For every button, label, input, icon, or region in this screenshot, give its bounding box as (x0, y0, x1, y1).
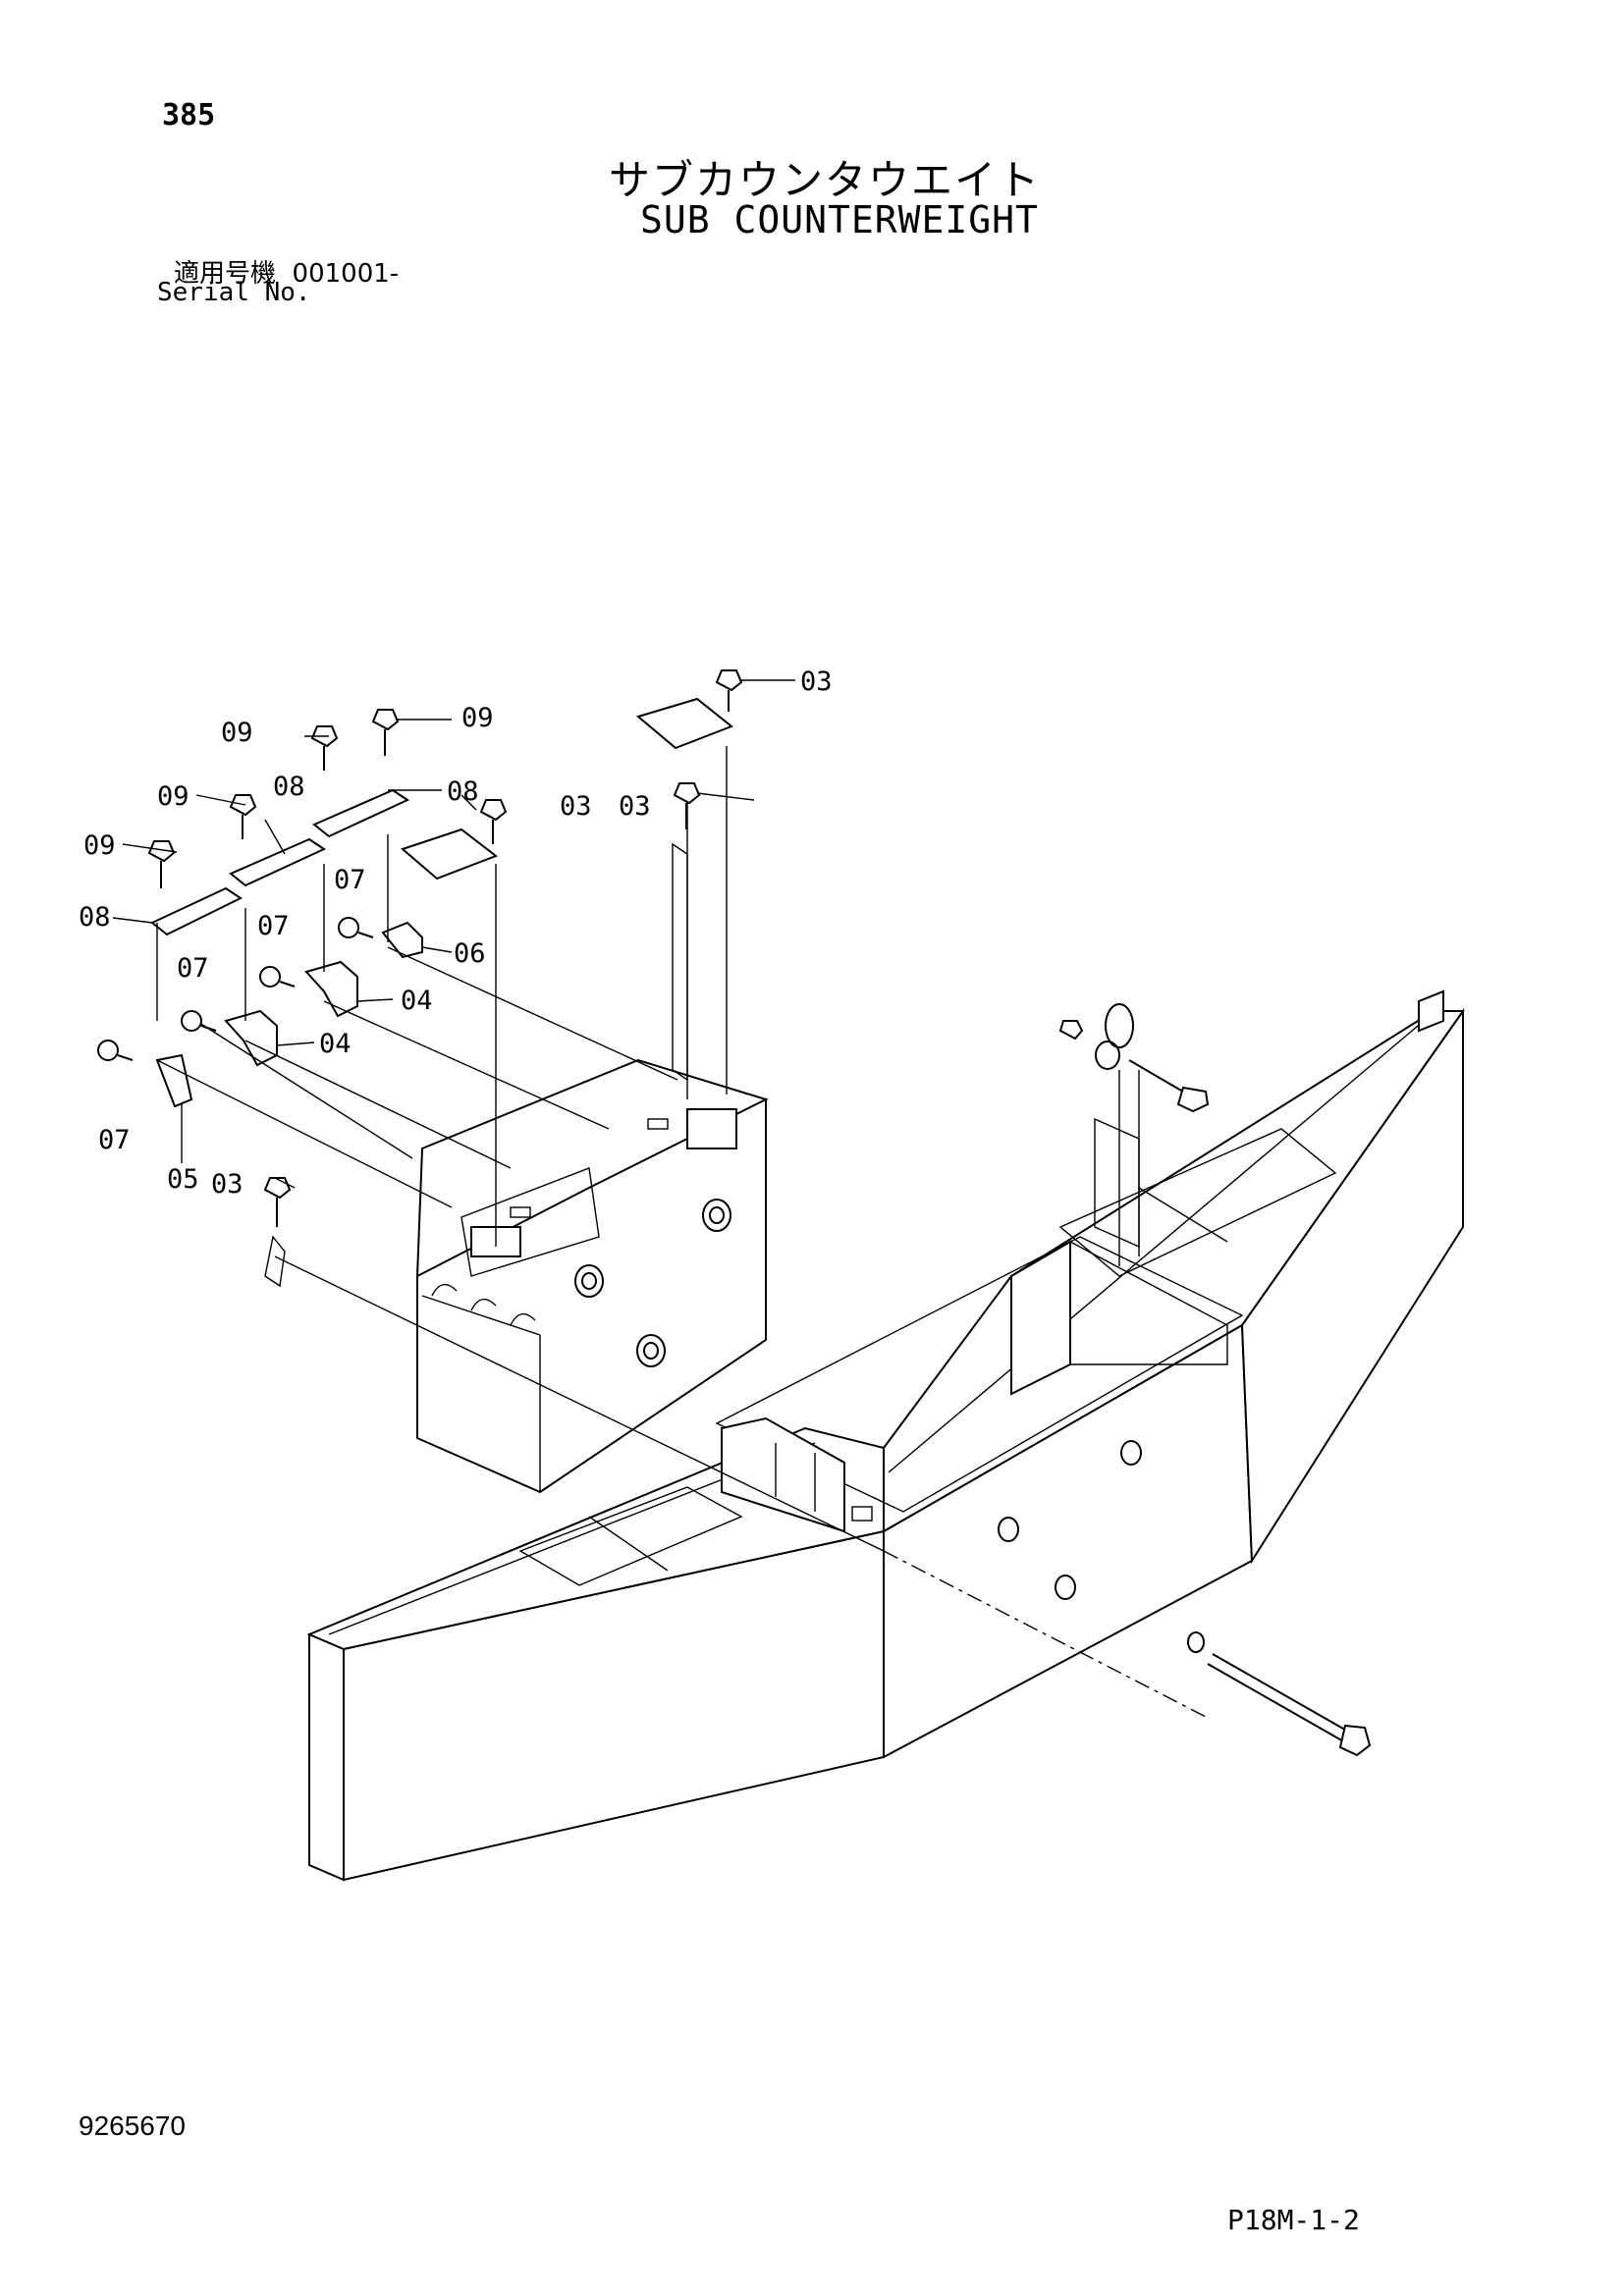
callout-08-right: 08 (447, 776, 479, 807)
cover-plates (150, 697, 733, 936)
callout-03-block: 03 (619, 791, 651, 822)
bolt-03-top (715, 669, 743, 712)
counterweight-body (306, 989, 1465, 1882)
bolt-07-b (181, 1010, 217, 1032)
callout-07-d: 07 (98, 1125, 131, 1155)
callout-06: 06 (454, 938, 486, 969)
page-code: P18M-1-2 (1227, 2204, 1360, 2236)
callout-03-lower: 03 (211, 1169, 244, 1200)
callout-09-upper-right: 09 (461, 703, 494, 733)
bolt-07-d (338, 917, 374, 938)
callout-09-left: 09 (83, 830, 116, 861)
serial-label: 適用号機 001001- (174, 253, 399, 290)
callout-labels: 03 03 03 03 09 09 09 09 08 08 08 07 07 0… (79, 667, 833, 1200)
callout-08-left: 08 (79, 902, 111, 933)
callout-07-b: 07 (257, 911, 290, 941)
serial-label-english: Serial No. (157, 278, 311, 307)
callout-04-upper: 04 (401, 986, 433, 1016)
bolt-09-b (229, 794, 257, 839)
bolt-03-a (479, 799, 508, 844)
bolt-09-d (371, 709, 400, 756)
serial-label-jp: 適用号機 (174, 259, 277, 289)
serial-value: 001001- (292, 259, 400, 289)
bolts (97, 669, 1372, 1757)
long-bolt (1187, 1631, 1372, 1757)
document-number: 9265670 (79, 2110, 187, 2141)
callout-09-middle: 09 (157, 781, 189, 812)
bolt-03-b (673, 782, 701, 829)
callout-03-center: 03 (560, 791, 592, 822)
page-number: 385 (162, 98, 216, 133)
callout-08-center: 08 (273, 772, 305, 802)
callout-07-c: 07 (177, 953, 209, 984)
callout-04-lower: 04 (319, 1029, 352, 1059)
callout-05: 05 (167, 1164, 199, 1195)
page-title-english: SUB COUNTERWEIGHT (640, 198, 1039, 241)
shackle (1058, 1003, 1210, 1113)
page-title-japanese: サブカウンタウエイト (609, 156, 1042, 204)
bolt-09-a (147, 840, 176, 888)
bolt-03-c (263, 1177, 292, 1227)
callout-07-a: 07 (334, 865, 366, 895)
callout-03-top: 03 (800, 667, 833, 697)
callout-leaders (112, 679, 795, 1189)
bolt-07-c (259, 966, 296, 988)
leader-lines (156, 746, 1209, 1719)
bolt-09-c (310, 725, 339, 771)
callout-09-upper-left: 09 (221, 718, 253, 748)
brackets (155, 921, 423, 1108)
weight-block (415, 1058, 769, 1494)
bolt-07-a (97, 1040, 134, 1061)
